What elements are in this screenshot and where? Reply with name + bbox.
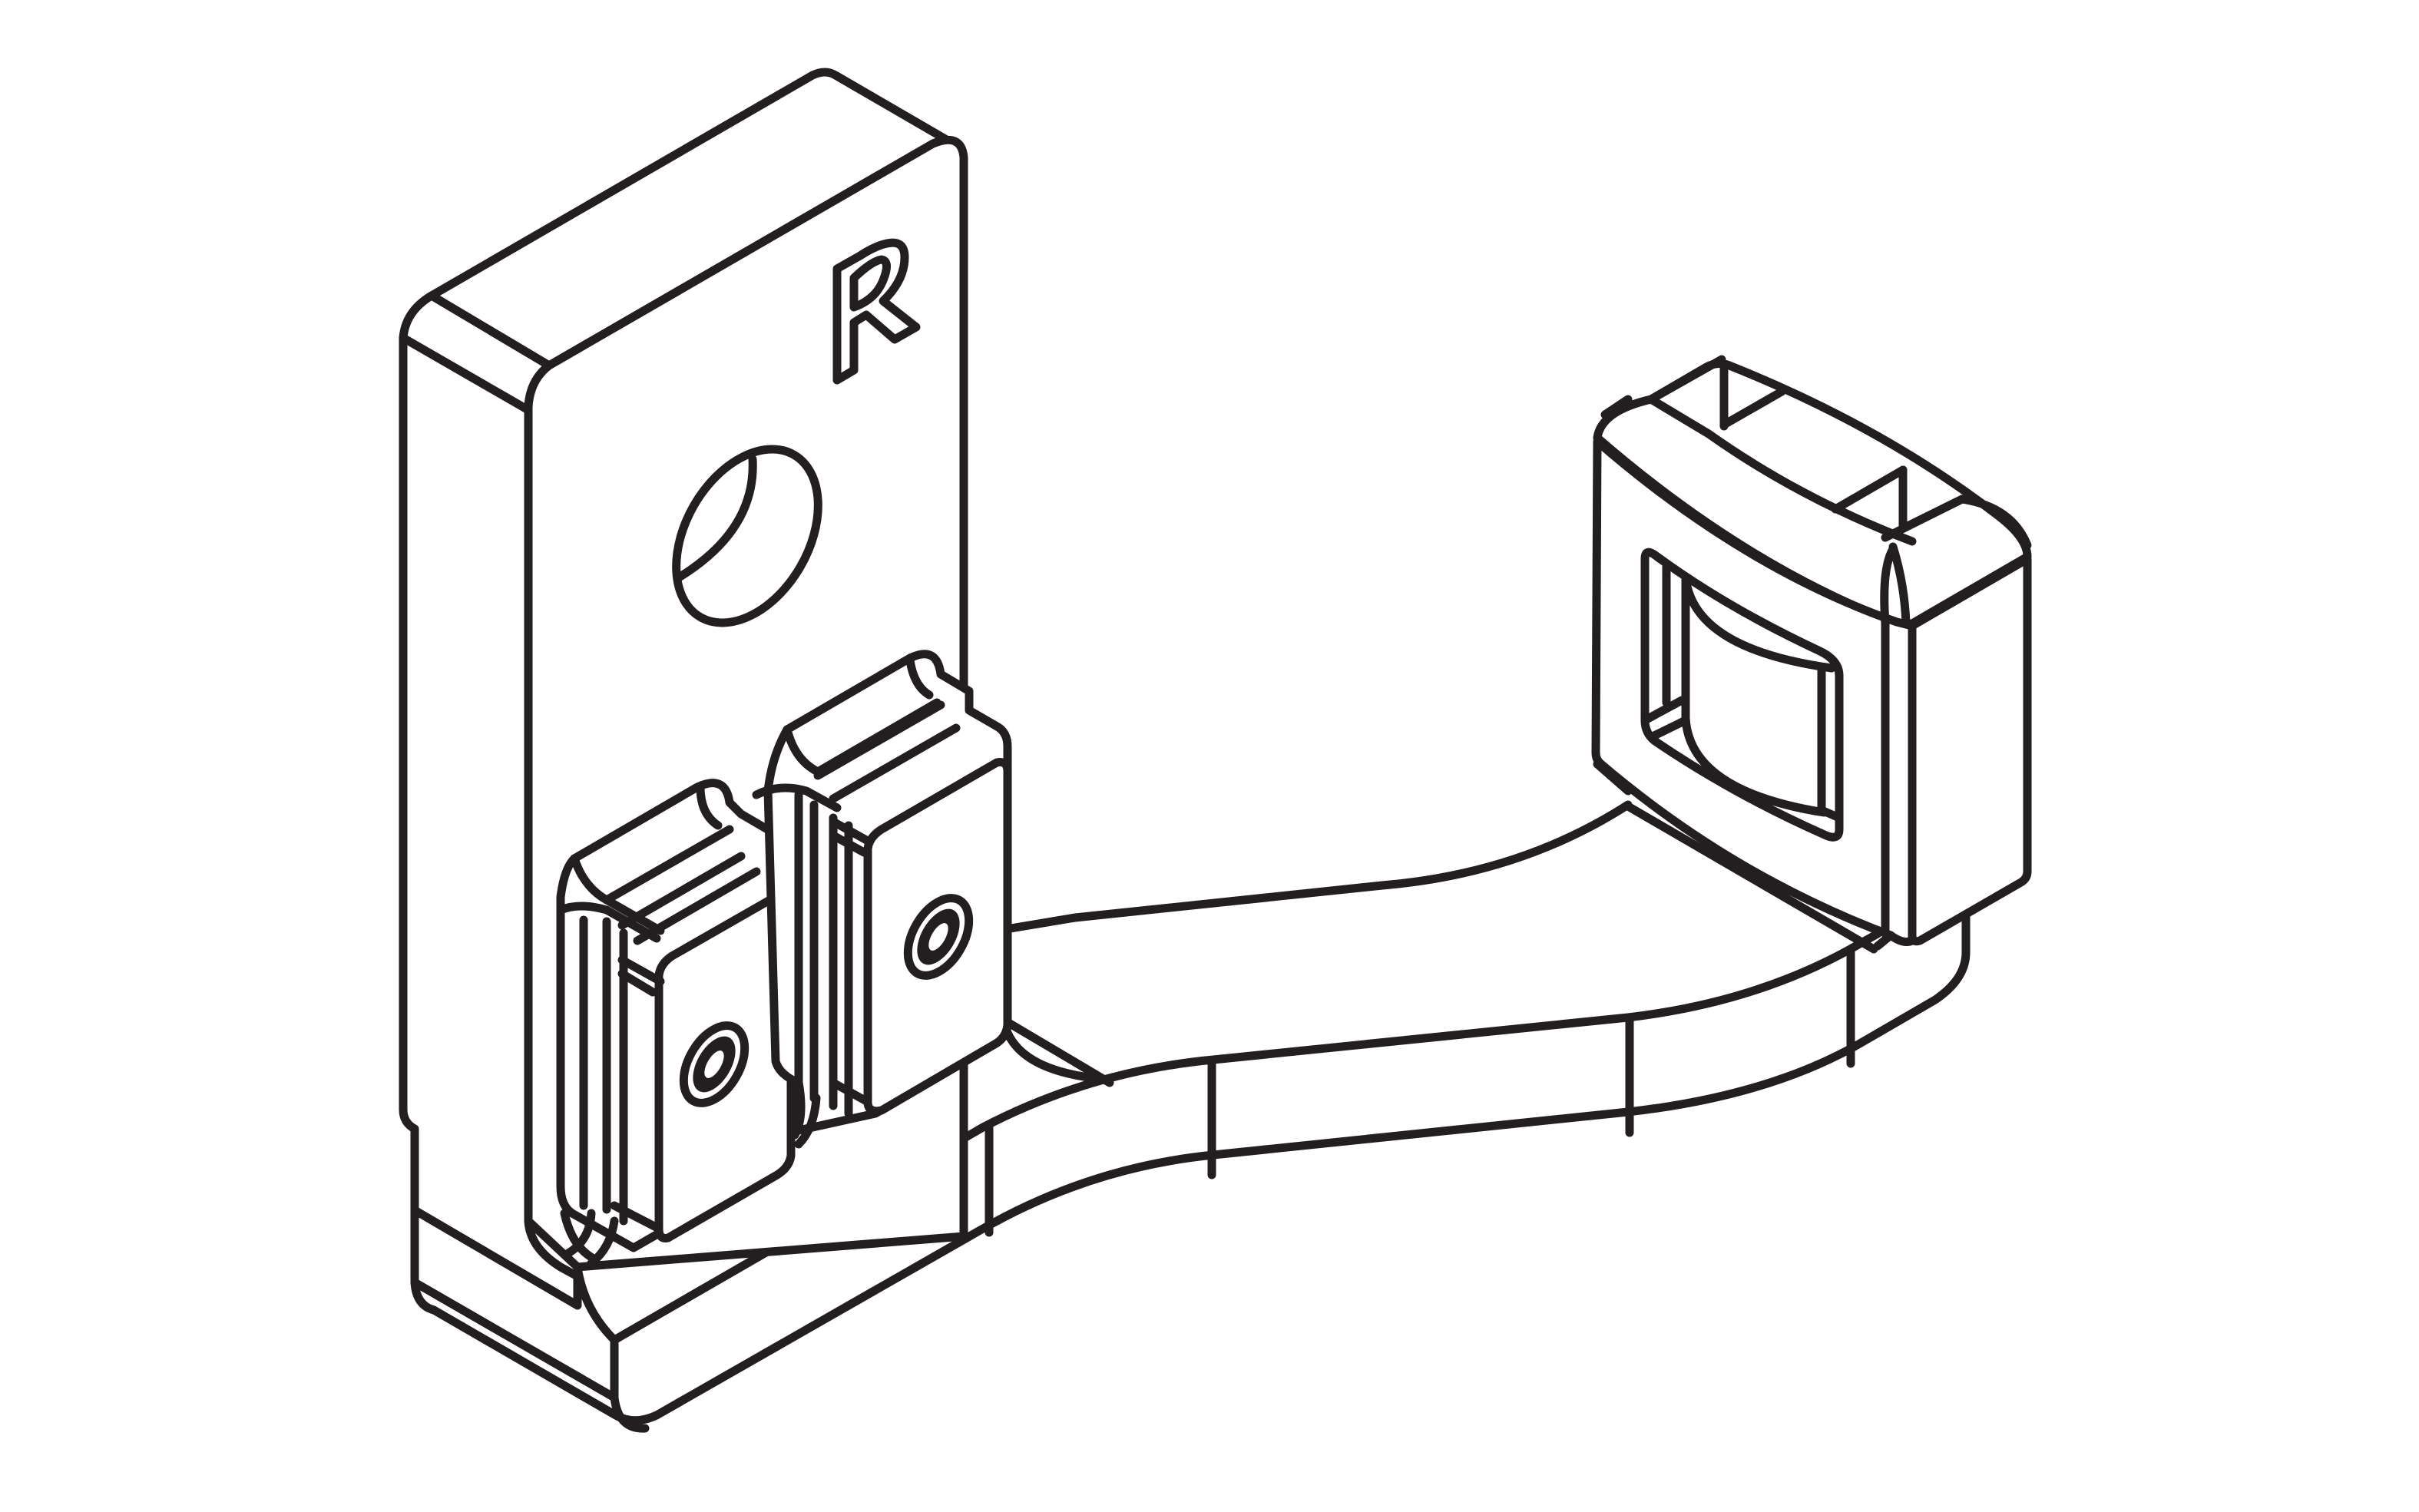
right-clamp xyxy=(752,650,1012,1149)
side-marker-r: R xyxy=(832,238,921,385)
curved-arm xyxy=(410,800,1971,1433)
housing-window xyxy=(1640,548,1844,842)
small-hole-icon xyxy=(679,1021,750,1107)
mounting-hole-icon xyxy=(672,445,822,627)
small-hole-icon-2 xyxy=(903,894,974,980)
left-clamp xyxy=(556,779,796,1268)
right-housing xyxy=(1591,355,2032,951)
